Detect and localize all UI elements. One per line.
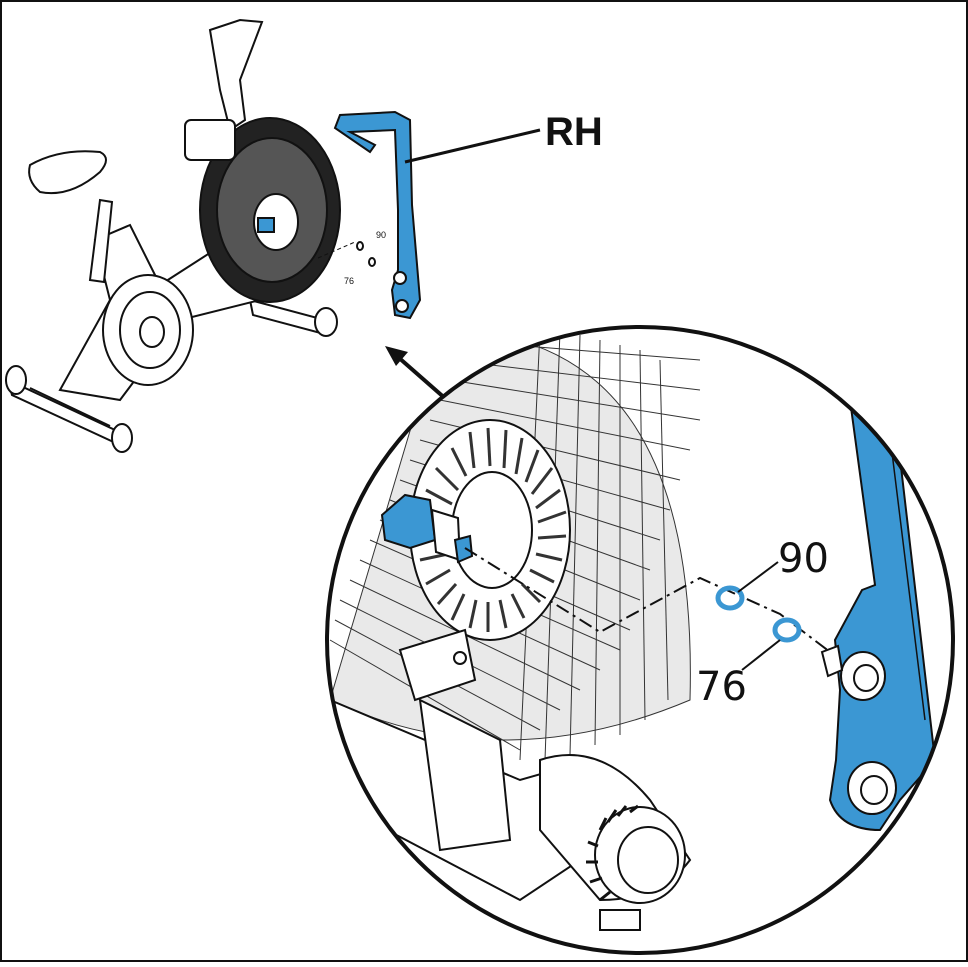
crank-axle	[380, 493, 474, 564]
small-washer-90	[356, 241, 364, 251]
small-label-76: 76	[344, 276, 354, 286]
leader-76	[741, 639, 781, 671]
rh-arm-detail	[820, 398, 937, 832]
crank-axle-small	[257, 217, 275, 233]
seat	[28, 150, 107, 195]
rear-stabilizer	[5, 365, 133, 453]
hub-disc	[409, 419, 571, 641]
detail-circle-border	[325, 325, 955, 955]
leader-90	[737, 561, 779, 593]
detail-arrow	[385, 346, 449, 402]
washer-90	[715, 585, 745, 611]
stabilizer-knob	[586, 804, 686, 931]
washer-76	[772, 617, 802, 643]
part-label-90: 90	[778, 536, 829, 582]
small-washer-76	[368, 257, 376, 267]
seat-post	[88, 198, 114, 284]
front-stabilizer	[248, 298, 338, 337]
detail-view	[329, 329, 937, 931]
small-label-90: 90	[376, 230, 386, 240]
rh-arm-overview	[333, 110, 422, 320]
rh-label: RH	[545, 110, 603, 154]
part-label-76: 76	[696, 664, 747, 710]
handlebar-post	[208, 18, 264, 132]
bike-overview	[5, 18, 376, 453]
rh-leader-line	[404, 128, 541, 164]
